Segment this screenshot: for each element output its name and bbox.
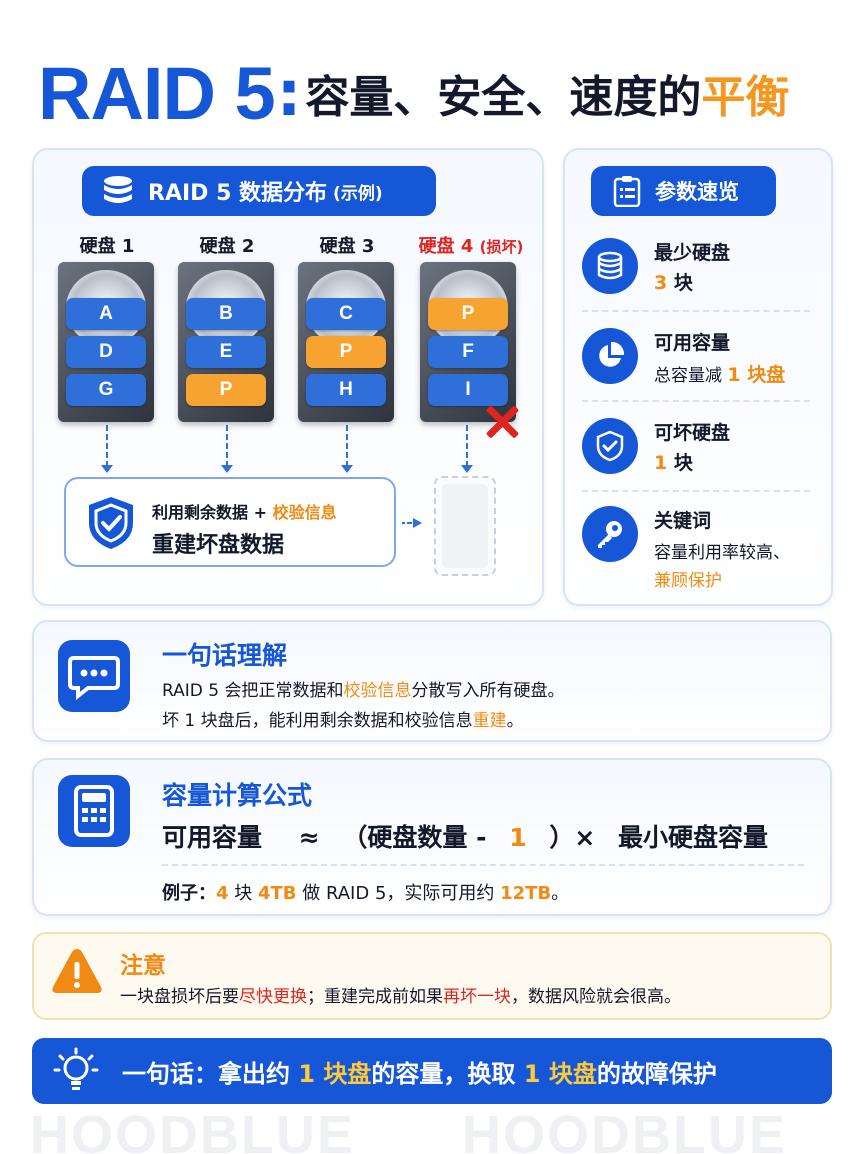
chat-bubble-icon [58, 640, 130, 712]
disk-2-label: 硬盘 2 [199, 236, 255, 257]
data-block: F [428, 336, 508, 368]
params-header: 参数速览 [591, 166, 776, 216]
sentence-line-1: RAID 5 会把正常数据和校验信息分散写入所有硬盘。 [162, 681, 565, 701]
sentence-title: 一句话理解 [162, 641, 288, 670]
parity-block: P [186, 374, 266, 406]
warning-card [32, 932, 832, 1020]
data-block: D [66, 336, 146, 368]
param-value-line-1: 容量利用率较高、 [654, 543, 790, 563]
data-block: G [66, 374, 146, 406]
param-value-line-2: 兼顾保护 [654, 571, 722, 591]
data-block: C [306, 298, 386, 330]
summary-bar [32, 1038, 832, 1104]
arrow-right-icon [402, 518, 422, 528]
title-colon: : [276, 56, 302, 130]
shield-check-icon [582, 418, 638, 474]
page-title: RAID 5 : 容量、安全、速度的 平衡 [38, 48, 789, 138]
shield-check-icon [89, 497, 133, 549]
calculator-icon [58, 775, 130, 847]
damaged-x-icon [482, 402, 522, 442]
param-title: 可坏硬盘 [654, 422, 731, 444]
data-block: I [428, 374, 508, 406]
formula-example: 例子：4 块 4TB 做 RAID 5，实际可用约 12TB。 [162, 883, 570, 904]
database-icon [582, 238, 638, 294]
sentence-card [32, 620, 832, 742]
arrow-down-icon [341, 425, 353, 473]
data-block: A [66, 298, 146, 330]
warning-text: 一块盘损坏后要尽快更换；重建完成前如果再坏一块，数据风险就会很高。 [120, 987, 681, 1007]
distribution-header-sub: (示例) [333, 183, 383, 204]
divider [582, 490, 810, 492]
parity-block: P [428, 298, 508, 330]
param-value: 3 块 [654, 272, 693, 294]
pie-chart-icon [582, 328, 638, 384]
distribution-header: RAID 5 数据分布 (示例) [82, 166, 436, 216]
disk-4-label-text: 硬盘 4 [418, 236, 474, 257]
watermark: HOODBLUE [30, 1105, 355, 1154]
rebuild-line-1: 利用剩余数据 + 校验信息 [152, 499, 337, 523]
divider [582, 310, 810, 312]
hard-disk-1: A D G [58, 262, 154, 422]
warning-icon [52, 949, 102, 993]
data-block: H [306, 374, 386, 406]
arrow-down-icon [221, 425, 233, 473]
hard-disk-4-damaged: P F I [420, 262, 516, 422]
database-icon [104, 176, 132, 203]
param-value: 总容量减 1 块盘 [654, 364, 786, 386]
param-value: 1 块 [654, 452, 693, 474]
rebuild-line-2: 重建坏盘数据 [152, 533, 285, 558]
param-title: 关键词 [654, 510, 712, 532]
disk-4-label-damaged: (损坏) [479, 238, 524, 256]
formula-card [32, 758, 832, 916]
rebuild-line-1-b: 校验信息 [272, 503, 337, 522]
disk-3-label: 硬盘 3 [319, 236, 375, 257]
divider [582, 400, 810, 402]
data-block: E [186, 336, 266, 368]
param-title: 最少硬盘 [654, 242, 731, 264]
key-icon [582, 506, 638, 562]
hard-disk-3: C P H [298, 262, 394, 422]
title-main: 容量、安全、速度的 [305, 72, 702, 123]
summary-text: 一句话：拿出约 1 块盘的容量，换取 1 块盘的故障保护 [122, 1060, 717, 1088]
lightbulb-icon [53, 1047, 99, 1090]
clipboard-icon [613, 176, 641, 207]
disk-1-label: 硬盘 1 [79, 236, 135, 257]
disk-4-label: 硬盘 4 (损坏) [406, 232, 536, 258]
formula-expression: 可用容量 ≈ （硬盘数量 - 1 ）× 最小硬盘容量 [162, 823, 769, 852]
title-highlight: 平衡 [701, 72, 790, 123]
param-title: 可用容量 [654, 332, 731, 354]
parity-block: P [306, 336, 386, 368]
rebuild-line-1-a: 利用剩余数据 + [152, 503, 273, 522]
watermark: HOODBLUE [462, 1105, 787, 1154]
replacement-disk [434, 476, 496, 576]
hard-disk-2: B E P [178, 262, 274, 422]
warning-title: 注意 [120, 953, 166, 979]
divider [162, 864, 804, 866]
distribution-header-label: RAID 5 数据分布 [148, 181, 328, 206]
arrow-down-icon [101, 425, 113, 473]
data-block: B [186, 298, 266, 330]
params-header-label: 参数速览 [655, 180, 739, 204]
title-raid: RAID 5 [38, 51, 276, 135]
rebuild-box: 利用剩余数据 + 校验信息 重建坏盘数据 [64, 477, 396, 567]
formula-title: 容量计算公式 [162, 781, 313, 810]
arrow-down-icon [461, 425, 473, 473]
sentence-line-2: 坏 1 块盘后，能利用剩余数据和校验信息重建。 [162, 711, 524, 731]
